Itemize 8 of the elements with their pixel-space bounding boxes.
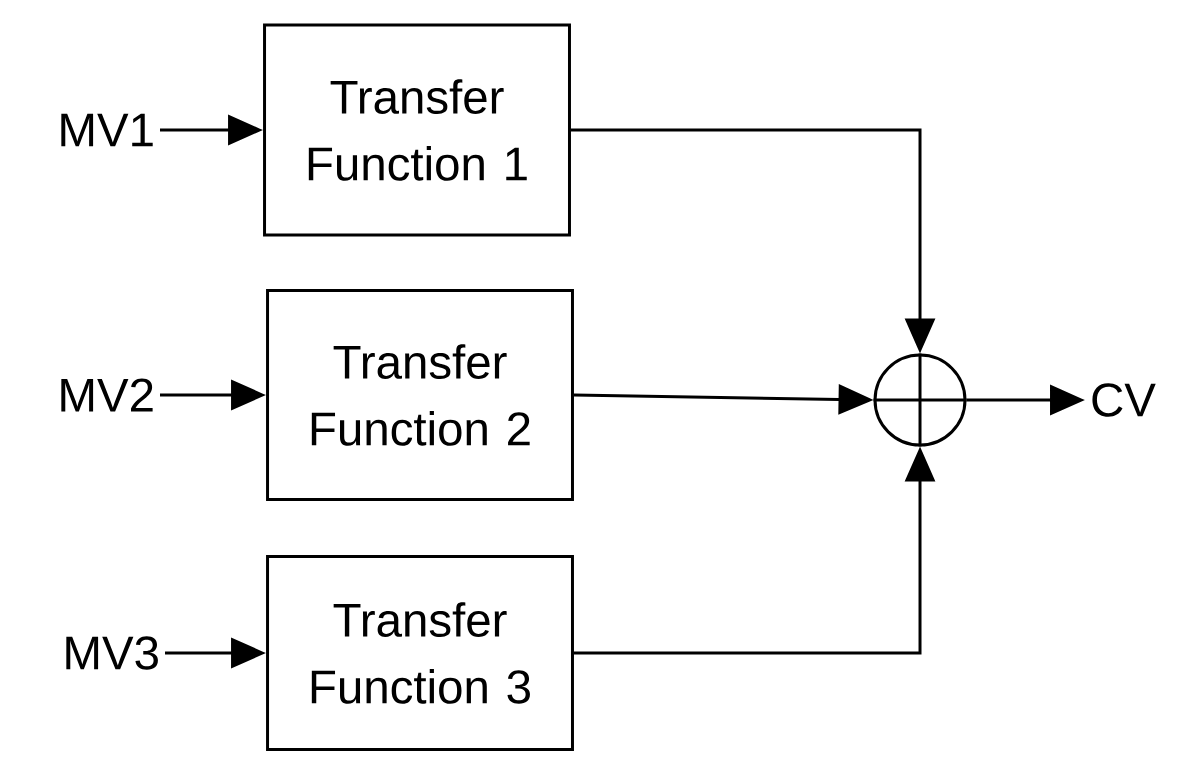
signal-label: MV1 bbox=[61, 113, 153, 147]
signal-label: MV3 bbox=[66, 636, 158, 670]
signal-label: CV bbox=[1092, 383, 1156, 417]
summing-junction bbox=[872, 352, 968, 448]
process-box: Transfer Function 1 bbox=[263, 23, 571, 237]
process-box: Transfer Function 2 bbox=[266, 289, 574, 501]
process-box: Transfer Function 3 bbox=[266, 555, 574, 751]
signal-label: MV2 bbox=[61, 378, 153, 412]
